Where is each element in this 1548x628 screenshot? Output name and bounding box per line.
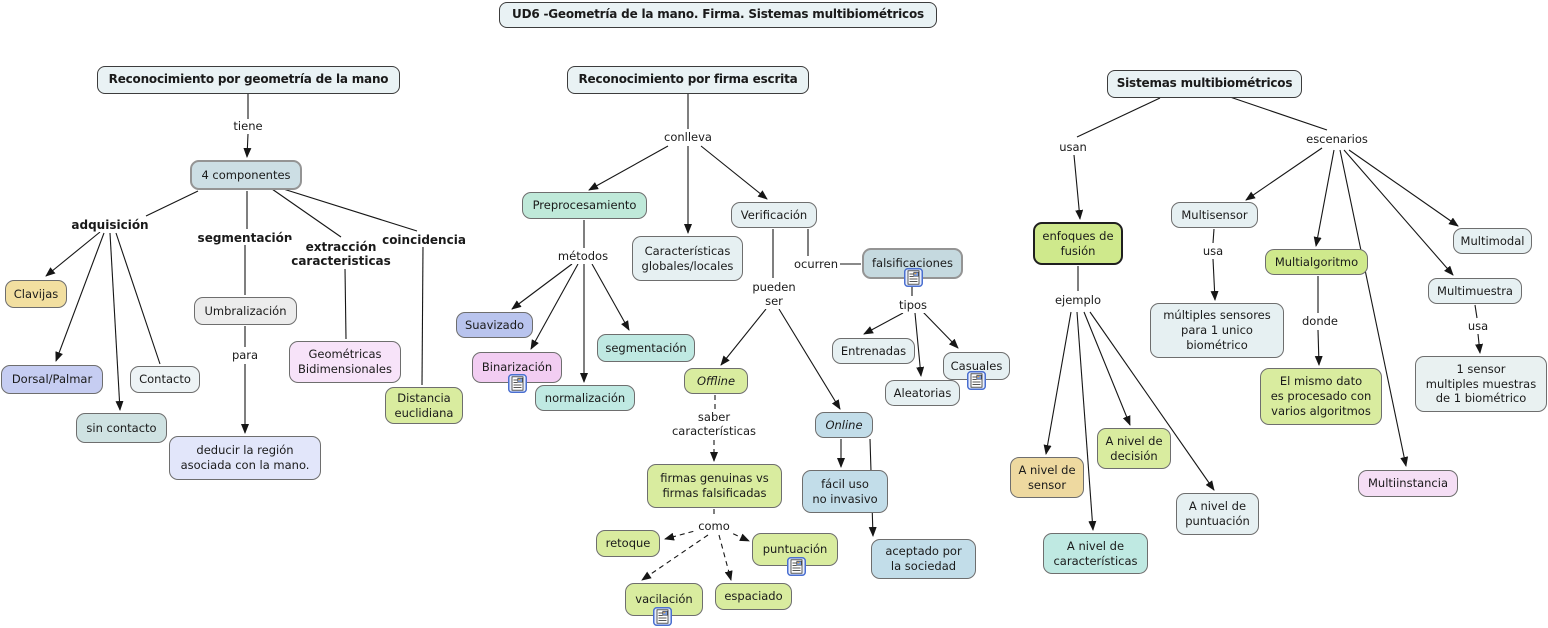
- link-usan[interactable]: usan: [1057, 140, 1089, 155]
- node-multimodal[interactable]: Multimodal: [1453, 228, 1532, 254]
- link-para[interactable]: para: [229, 348, 261, 363]
- link-tiene[interactable]: tiene: [231, 119, 265, 134]
- node-verificacion[interactable]: Verificación: [731, 202, 817, 228]
- resource-icon[interactable]: [787, 557, 806, 576]
- node-firmas-genuinas-vs-falsificadas[interactable]: firmas genuinas vs firmas falsificadas: [647, 464, 782, 508]
- node-multialgoritmo[interactable]: Multialgoritmo: [1265, 249, 1368, 275]
- node-normalizacion[interactable]: normalización: [535, 385, 635, 411]
- node-aceptado-sociedad[interactable]: aceptado por la sociedad: [871, 539, 976, 579]
- node-preprocesamiento[interactable]: Preprocesamiento: [522, 192, 647, 219]
- node-segmentacion[interactable]: segmentación: [597, 334, 695, 362]
- node-aleatorias[interactable]: Aleatorias: [885, 380, 960, 406]
- node-distancia-euclidiana[interactable]: Distancia euclidiana: [385, 387, 463, 424]
- node-online[interactable]: Online: [815, 412, 873, 438]
- resource-icon[interactable]: [904, 268, 923, 287]
- node-suavizado[interactable]: Suavizado: [456, 312, 533, 338]
- node-4-componentes[interactable]: 4 componentes: [190, 160, 302, 190]
- link-extraccion-caracteristicas[interactable]: extracción caracteristicas: [289, 240, 393, 269]
- link-donde[interactable]: donde: [1300, 314, 1340, 329]
- node-vacilacion[interactable]: vacilación: [625, 583, 703, 616]
- node-a-nivel-de-puntuacion[interactable]: A nivel de puntuación: [1176, 493, 1259, 535]
- link-ejemplo[interactable]: ejemplo: [1052, 293, 1104, 308]
- node-multiples-sensores[interactable]: múltiples sensores para 1 unico biométri…: [1150, 303, 1284, 358]
- node-reconocimiento-geometria-mano[interactable]: Reconocimiento por geometría de la mano: [97, 66, 400, 94]
- resource-icon[interactable]: [508, 374, 527, 393]
- node-a-nivel-de-caracteristicas[interactable]: A nivel de características: [1043, 533, 1148, 574]
- node-umbralizacion[interactable]: Umbralización: [194, 297, 297, 325]
- map-title[interactable]: UD6 -Geometría de la mano. Firma. Sistem…: [499, 2, 937, 28]
- link-conlleva[interactable]: conlleva: [662, 130, 714, 145]
- link-usa-muestras[interactable]: usa: [1465, 319, 1491, 334]
- resource-icon[interactable]: [967, 371, 986, 390]
- node-caracteristicas-globales-locales[interactable]: Características globales/locales: [632, 236, 743, 281]
- node-reconocimiento-firma-escrita[interactable]: Reconocimiento por firma escrita: [567, 66, 809, 94]
- link-usa-sensores[interactable]: usa: [1200, 244, 1226, 259]
- node-multiinstancia[interactable]: Multiinstancia: [1358, 470, 1458, 497]
- node-a-nivel-de-sensor[interactable]: A nivel de sensor: [1010, 457, 1084, 498]
- node-facil-uso-no-invasivo[interactable]: fácil uso no invasivo: [802, 470, 888, 513]
- link-metodos[interactable]: métodos: [555, 249, 611, 264]
- link-escenarios[interactable]: escenarios: [1304, 132, 1370, 147]
- node-1-sensor-multiples-muestras[interactable]: 1 sensor multiples muestras de 1 biométr…: [1415, 356, 1547, 412]
- link-saber-caracteristicas[interactable]: saber características: [669, 410, 759, 439]
- node-sistemas-multibiometricos[interactable]: Sistemas multibiométricos: [1107, 70, 1302, 98]
- node-clavijas[interactable]: Clavijas: [5, 280, 67, 308]
- node-sin-contacto[interactable]: sin contacto: [76, 413, 167, 443]
- link-ocurren[interactable]: ocurren: [791, 257, 841, 272]
- node-contacto[interactable]: Contacto: [130, 366, 200, 393]
- node-retoque[interactable]: retoque: [596, 530, 660, 557]
- link-tipos[interactable]: tipos: [896, 298, 930, 313]
- link-adquisicion[interactable]: adquisición: [69, 218, 151, 233]
- node-multisensor[interactable]: Multisensor: [1171, 202, 1258, 228]
- link-pueden-ser[interactable]: pueden ser: [750, 280, 798, 309]
- node-multimuestra[interactable]: Multimuestra: [1428, 278, 1522, 304]
- node-dorsal-palmar[interactable]: Dorsal/Palmar: [1, 365, 103, 394]
- node-enfoques-de-fusion[interactable]: enfoques de fusión: [1033, 222, 1123, 265]
- node-binarizacion[interactable]: Binarización: [472, 352, 562, 383]
- node-espaciado[interactable]: espaciado: [715, 583, 792, 610]
- link-segmentacion[interactable]: segmentación: [195, 231, 295, 246]
- node-falsificaciones[interactable]: falsificaciones: [862, 248, 963, 279]
- node-mismo-dato-varios-algoritmos[interactable]: El mismo dato es procesado con varios al…: [1260, 368, 1382, 425]
- node-offline[interactable]: Offline: [684, 368, 748, 394]
- node-a-nivel-de-decision[interactable]: A nivel de decisión: [1097, 428, 1171, 469]
- node-entrenadas[interactable]: Entrenadas: [832, 338, 915, 364]
- node-deducir-region[interactable]: deducir la región asociada con la mano.: [169, 436, 321, 480]
- resource-icon[interactable]: [653, 607, 672, 626]
- link-como[interactable]: como: [696, 519, 732, 534]
- link-coincidencia[interactable]: coincidencia: [380, 233, 468, 248]
- node-geometricas-bidimensionales[interactable]: Geométricas Bidimensionales: [289, 341, 401, 383]
